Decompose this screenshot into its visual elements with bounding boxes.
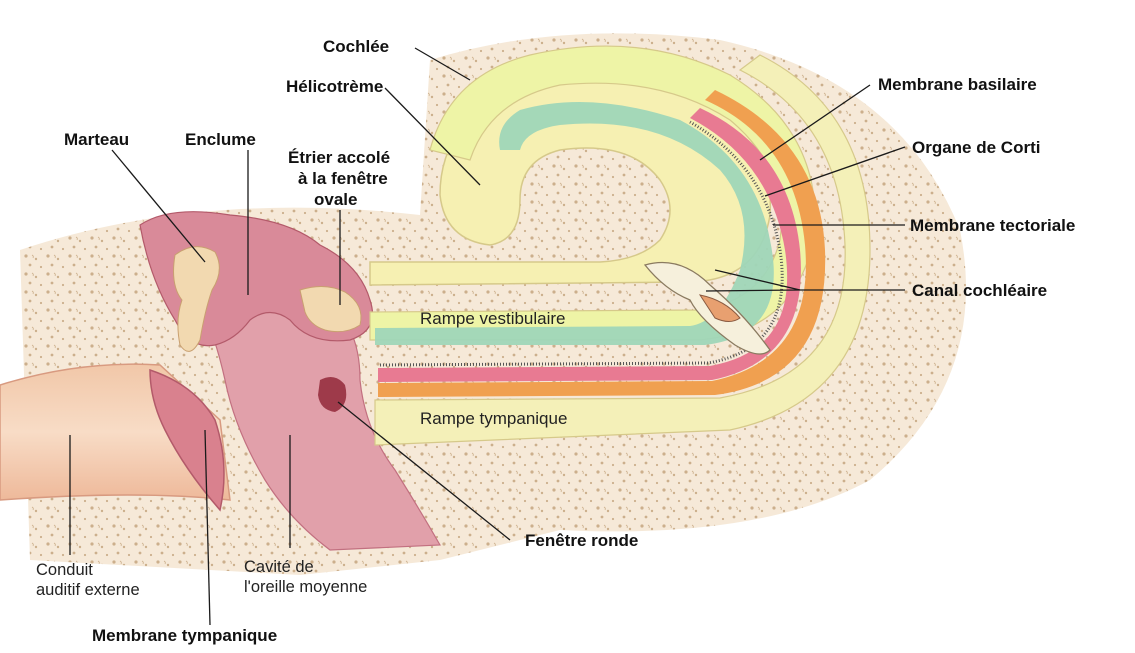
label-rampe-tympanique: Rampe tympanique (420, 409, 567, 428)
label-marteau: Marteau (64, 130, 129, 149)
label-membrane-tectoriale: Membrane tectoriale (910, 216, 1075, 235)
label-rampe-vestibulaire: Rampe vestibulaire (420, 309, 566, 328)
label-etrier-3: ovale (314, 190, 357, 209)
label-organe-corti: Organe de Corti (912, 138, 1040, 157)
label-cavite-2: l'oreille moyenne (244, 578, 367, 596)
label-helicotreme: Hélicotrème (286, 77, 383, 96)
label-etrier-2: à la fenêtre (298, 169, 388, 188)
label-canal-cochleaire: Canal cochléaire (912, 281, 1047, 300)
label-cochlee: Cochlée (323, 37, 389, 56)
label-fenetre-ronde: Fenêtre ronde (525, 531, 638, 550)
label-conduit-1: Conduit (36, 561, 93, 579)
label-membrane-basilaire: Membrane basilaire (878, 75, 1037, 94)
label-conduit-2: auditif externe (36, 581, 140, 599)
label-membrane-tympanique: Membrane tympanique (92, 626, 277, 645)
label-etrier-1: Étrier accolé (288, 148, 390, 167)
label-cavite-1: Cavité de (244, 558, 314, 576)
label-enclume: Enclume (185, 130, 256, 149)
